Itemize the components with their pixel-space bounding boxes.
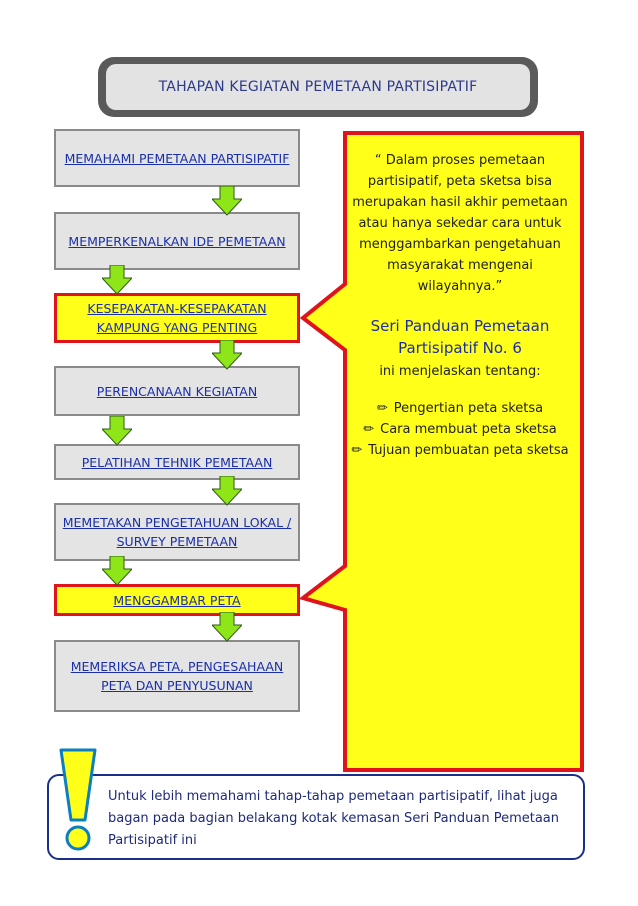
step-2-link[interactable]: MEMPERKENALKAN IDE PEMETAAN [68, 233, 286, 249]
step-7-box: MENGGAMBAR PETA [54, 584, 300, 616]
pencil-icon: ✏ [376, 401, 388, 416]
step-5-box: PELATIHAN TEHNIK PEMETAAN [54, 444, 300, 480]
arrow-down-icon [212, 186, 242, 216]
callout-bullet-list: ✏Pengertian peta sketsa ✏Cara membuat pe… [349, 398, 571, 461]
callout-quote: “ Dalam proses pemetaan partisipatif, pe… [352, 153, 568, 294]
step-1-link[interactable]: MEMAHAMI PEMETAAN PARTISIPATIF [64, 150, 290, 166]
page-title: TAHAPAN KEGIATAN PEMETAAN PARTISIPATIF [106, 64, 530, 110]
step-7-link[interactable]: MENGGAMBAR PETA [113, 592, 241, 608]
bullet-item: ✏Tujuan pembuatan peta sketsa [349, 440, 571, 461]
arrow-down-icon [102, 416, 132, 446]
callout-explain: ini menjelaskan tentang: [379, 364, 541, 379]
pencil-icon: ✏ [351, 443, 363, 458]
arrow-down-icon [212, 476, 242, 506]
step-8-link[interactable]: MEMERIKSA PETA, PENGESAHAAN PETA DAN PEN… [70, 659, 284, 693]
step-5-link[interactable]: PELATIHAN TEHNIK PEMETAAN [81, 454, 273, 470]
arrow-down-icon [212, 340, 242, 370]
bullet-item: ✏Cara membuat peta sketsa [349, 419, 571, 440]
step-3-box: KESEPAKATAN-KESEPAKATAN KAMPUNG YANG PEN… [54, 293, 300, 343]
note-text: Untuk lebih memahami tahap-tahap pemetaa… [108, 789, 559, 848]
step-6-box: MEMETAKAN PENGETAHUAN LOKAL / SURVEY PEM… [54, 503, 300, 561]
callout-text: “ Dalam proses pemetaan partisipatif, pe… [349, 150, 571, 461]
step-3-link[interactable]: KESEPAKATAN-KESEPAKATAN KAMPUNG YANG PEN… [87, 301, 267, 335]
step-8-box: MEMERIKSA PETA, PENGESAHAAN PETA DAN PEN… [54, 640, 300, 712]
arrow-down-icon [102, 556, 132, 586]
step-6-link[interactable]: MEMETAKAN PENGETAHUAN LOKAL / SURVEY PEM… [62, 515, 292, 549]
pencil-icon: ✏ [363, 422, 375, 437]
bullet-item: ✏Pengertian peta sketsa [349, 398, 571, 419]
arrow-down-icon [102, 265, 132, 295]
step-1-box: MEMAHAMI PEMETAAN PARTISIPATIF [54, 129, 300, 187]
note-box [47, 774, 585, 860]
step-4-box: PERENCANAAN KEGIATAN [54, 366, 300, 416]
callout-series-title: Seri Panduan Pemetaan Partisipatif No. 6 [370, 317, 550, 357]
step-4-link[interactable]: PERENCANAAN KEGIATAN [96, 383, 258, 399]
exclamation-icon [59, 748, 97, 851]
arrow-down-icon [212, 612, 242, 642]
title-frame: TAHAPAN KEGIATAN PEMETAAN PARTISIPATIF [98, 57, 538, 117]
step-2-box: MEMPERKENALKAN IDE PEMETAAN [54, 212, 300, 270]
